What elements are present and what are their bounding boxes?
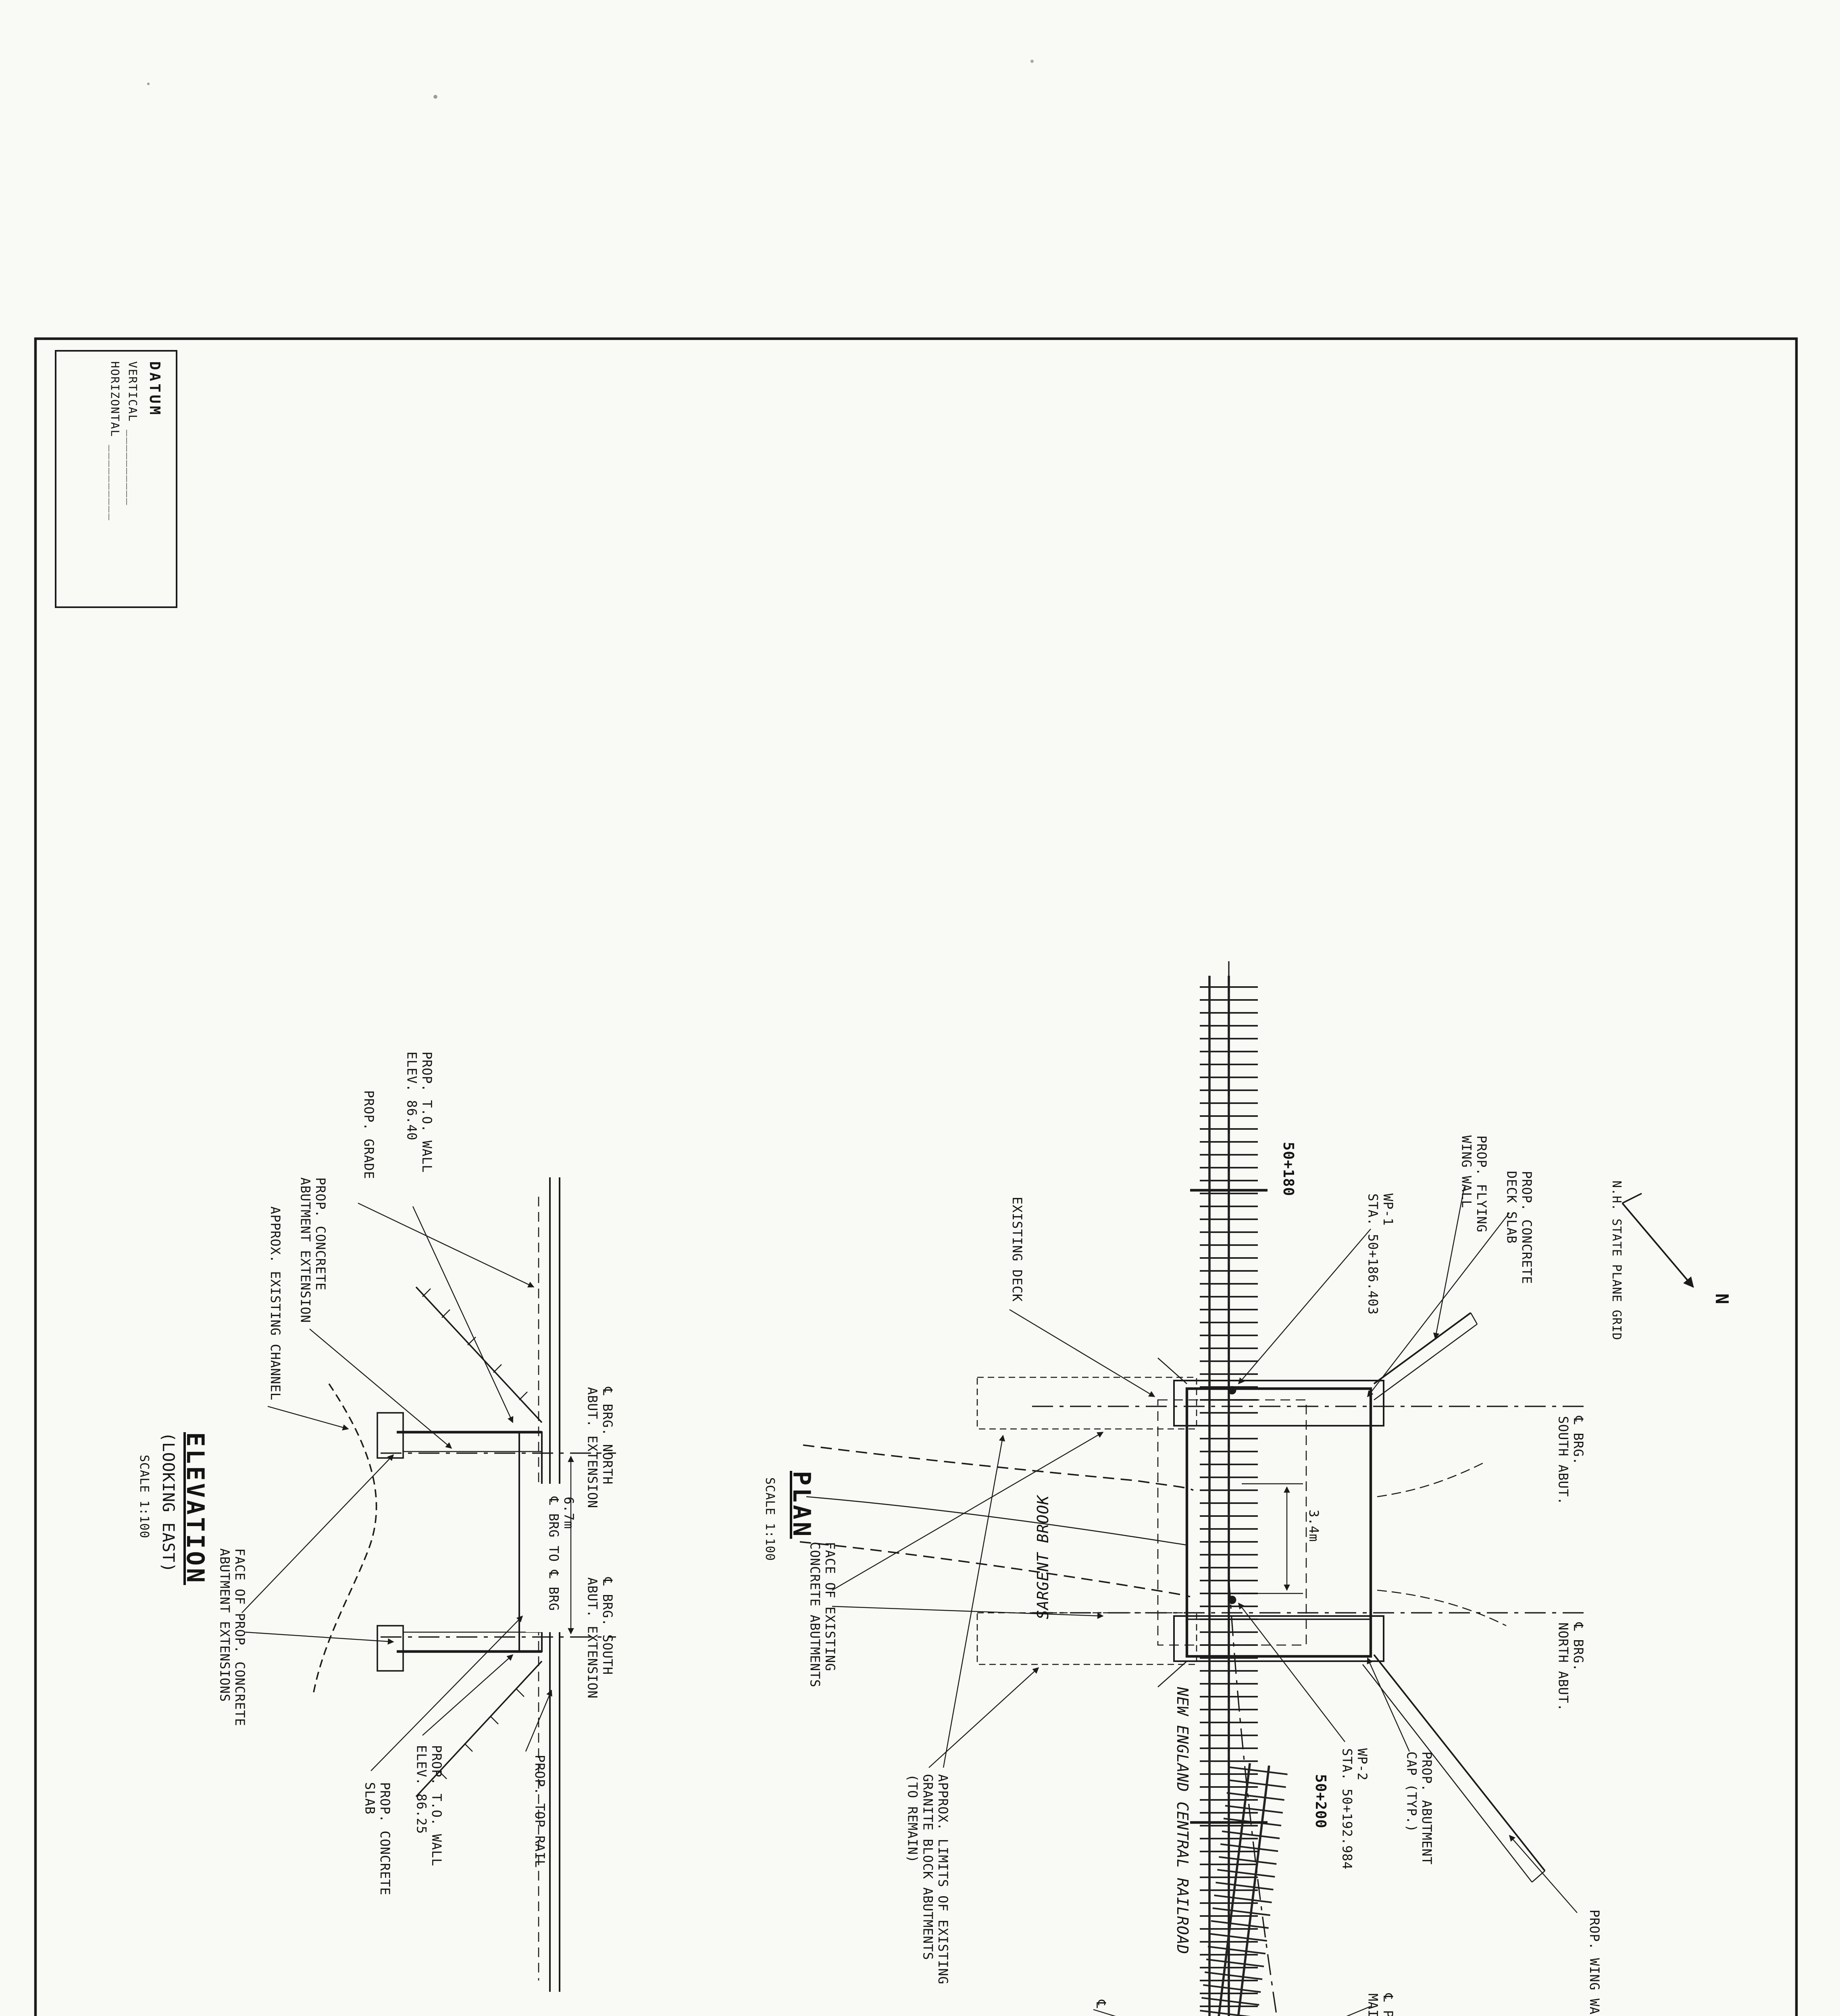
label-wp2: WP-2STA. 50+192.984	[1339, 1748, 1370, 1870]
label-brg-north-extension: ℄ BRG. NORTHABUT. EXTENSION	[585, 1387, 615, 1508]
plan-view-title: PLAN	[787, 1471, 816, 1539]
working-point-1	[1228, 1386, 1236, 1395]
label-cl-prop-relocation: ℄ PROP. RELOCATIONMAINLINE	[1365, 1993, 1396, 2016]
label-prop-abutment-extension: PROP. CONCRETEABUTMENT EXTENSION	[298, 1177, 328, 1323]
label-prop-abutment-cap: PROP. ABUTMENTCAP (TYP.)	[1404, 1752, 1434, 1865]
relocation-track	[1180, 1761, 1288, 2016]
label-north: N	[1711, 1293, 1732, 1304]
datum-vertical-label: VERTICAL	[126, 361, 139, 422]
label-station-50-180: 50+180	[1280, 1142, 1297, 1196]
scan-specks	[147, 60, 1034, 99]
label-prop-top-rail: PROP. TOP RAIL	[532, 1755, 547, 1868]
label-prop-to-wall-south: PROP. T.O. WALLELEV. 86.25	[414, 1745, 444, 1866]
sheet-border	[34, 337, 1798, 2016]
label-face-of-prop-abutments: FACE OF PROP. CONCRETEABUTMENT EXTENSION…	[217, 1548, 248, 1726]
label-state-plane-grid: N.H. STATE PLANE GRID	[1609, 1181, 1624, 1340]
label-existing-channel: APPROX. EXISTING CHANNEL	[268, 1206, 283, 1401]
plan-labels: EXISTING DECK SARGENT BROOK FACE OF EXIS…	[763, 1135, 1732, 2016]
label-face-existing-abutments: FACE OF EXISTINGCONCRETE ABUTMENTS	[807, 1542, 838, 1687]
label-prop-flying-wing-wall: PROP. FLYINGWING WALL	[1459, 1135, 1489, 1233]
label-approx-limits: APPROX. LIMITS OF EXISTINGGRANITE BLOCK …	[905, 1774, 951, 1985]
plan-view-scale: SCALE 1:100	[763, 1477, 777, 1561]
north-arrow	[1621, 1193, 1694, 1288]
plan-linework	[799, 961, 1694, 2016]
label-prop-grade: PROP. GRADE	[361, 1090, 377, 1179]
elevation-view-title: ELEVATION	[181, 1432, 209, 1585]
label-existing-deck: EXISTING DECK	[1010, 1197, 1025, 1302]
label-prop-deck-slab: PROP. CONCRETEDECK SLAB	[1504, 1171, 1534, 1284]
elevation-labels: PROP. T.O. WALLELEV. 86.40 PROP. GRADE P…	[137, 1052, 615, 1895]
elevation-view-scale: SCALE 1:100	[137, 1455, 151, 1538]
label-sargent-brook: SARGENT BROOK	[1034, 1494, 1052, 1619]
label-cl-existing-mainline: ℄ EXISTING MAINLINE	[1093, 1999, 1109, 2016]
working-point-2	[1228, 1595, 1236, 1604]
label-station-50-200: 50+200	[1312, 1774, 1329, 1829]
label-prop-concrete-slab: PROP. CONCRETESLAB	[362, 1782, 393, 1895]
datum-box: DATUM VERTICAL __________ HORIZONTAL ___…	[55, 350, 177, 608]
datum-vertical-row: VERTICAL __________	[126, 361, 139, 597]
label-brg-north-abut: ℄ BRG.NORTH ABUT.	[1555, 1622, 1586, 1712]
label-wp1: WP-1STA. 50+186.403	[1365, 1193, 1396, 1315]
datum-title: DATUM	[145, 361, 161, 417]
label-dim-3-4m: 3.4m	[1306, 1510, 1322, 1542]
elevation-view-subtitle: (LOOKING EAST)	[159, 1432, 177, 1572]
label-dim-6-7m: 6.7m℄ BRG TO ℄ BRG	[546, 1496, 577, 1611]
datum-horizontal-blank: __________	[108, 445, 121, 521]
label-brg-south-extension: ℄ BRG. SOUTHABUT. EXTENSION	[585, 1577, 615, 1699]
label-railroad-name: NEW ENGLAND CENTRAL RAILROAD	[1174, 1687, 1191, 1954]
datum-vertical-blank: __________	[126, 429, 139, 506]
datum-horizontal-label: HORIZONTAL	[108, 361, 121, 437]
label-brg-south-abut: ℄ BRG.SOUTH ABUT.	[1555, 1416, 1586, 1505]
label-prop-wing-wall: PROP. WING WALL	[1587, 1910, 1602, 2016]
datum-horizontal-row: HORIZONTAL __________	[108, 361, 121, 597]
label-prop-to-wall-north: PROP. T.O. WALLELEV. 86.40	[404, 1052, 435, 1173]
elevation-linework	[241, 1177, 616, 1992]
